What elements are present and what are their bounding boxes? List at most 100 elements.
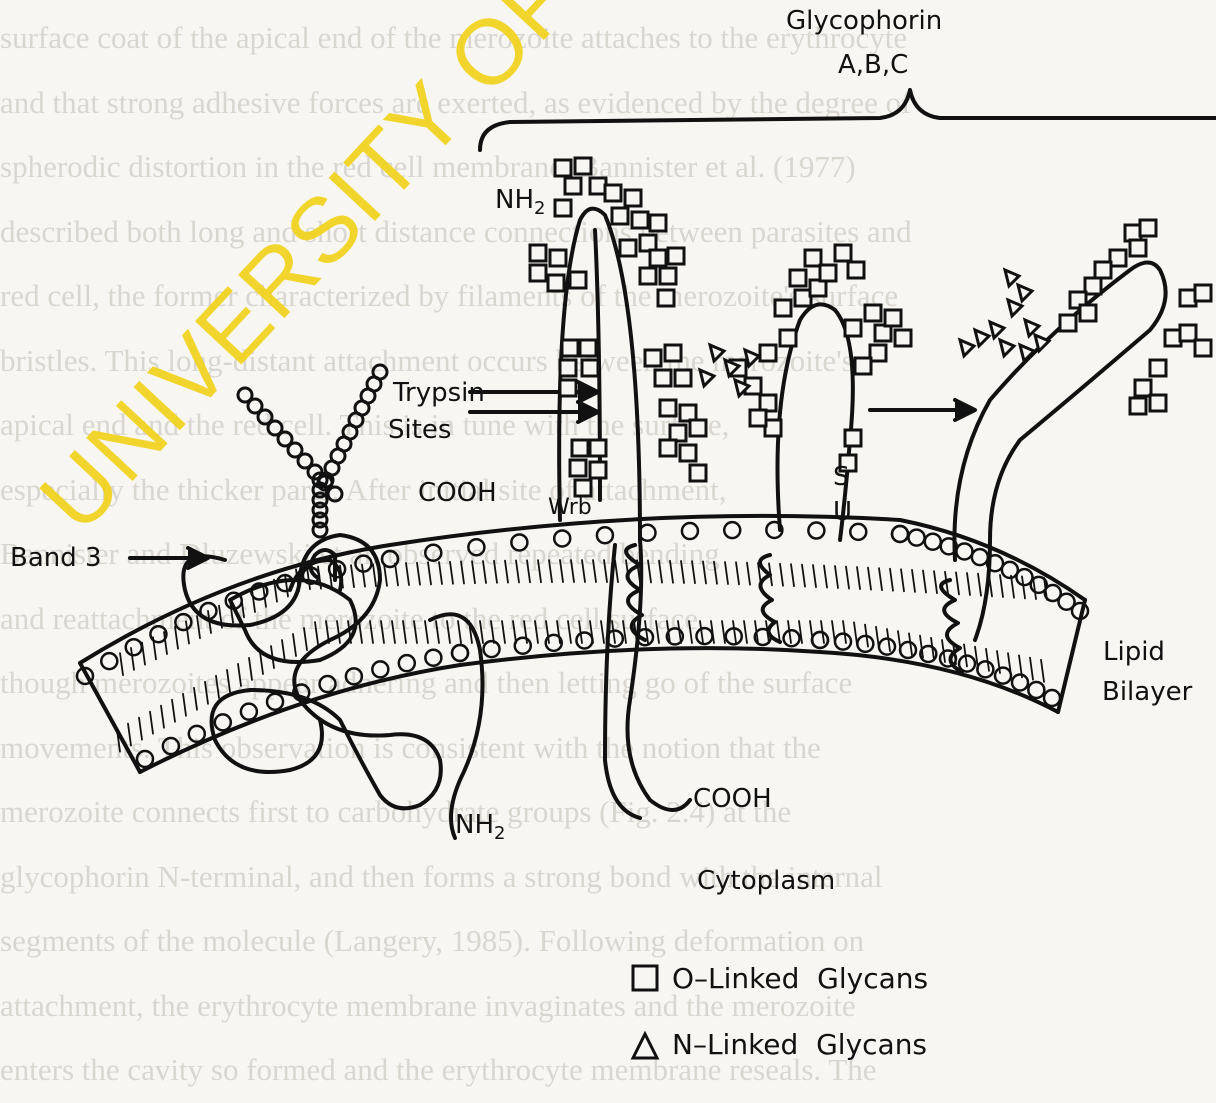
lipid-tail <box>502 621 505 643</box>
lipid-tail <box>1030 658 1033 680</box>
lipid-head <box>137 751 153 767</box>
lipid-tail <box>513 621 516 643</box>
trypsin-label: Trypsin <box>393 378 485 408</box>
band3-label: Band 3 <box>10 543 102 573</box>
lipid-tail <box>843 621 846 643</box>
o-linked-glycan <box>562 340 578 356</box>
lipid-tail <box>337 621 340 643</box>
lipid-tail <box>791 564 794 586</box>
lipid-tail <box>472 561 475 583</box>
lipid-tail <box>392 621 395 643</box>
lipid-tail <box>535 621 538 643</box>
lipid-tail <box>747 563 750 585</box>
o-linked-glycan <box>650 250 666 266</box>
n-linked-glycan <box>1000 340 1014 356</box>
lipid-head <box>163 738 179 754</box>
lipid-tail <box>491 621 494 643</box>
lipid-head <box>1028 682 1044 698</box>
lipid-tail <box>733 621 736 643</box>
lipid-head <box>835 634 851 650</box>
lipid-tail <box>571 560 574 582</box>
band3-arrow-head <box>188 548 208 568</box>
lipid-tail <box>857 567 860 589</box>
lipid-tail <box>879 568 882 590</box>
lipid-tail <box>447 621 450 643</box>
lipid-tail <box>967 573 970 595</box>
trypsin-arrow-2-head <box>578 402 598 422</box>
o-linked-glycan <box>655 370 671 386</box>
o-linked-glycan <box>1195 285 1211 301</box>
lipid-head <box>511 534 527 550</box>
o-linked-glycan <box>1130 240 1146 256</box>
o-linked-glycan <box>680 445 696 461</box>
lipid-tail <box>725 562 728 584</box>
lipid-head <box>682 523 698 539</box>
lipid-head <box>126 639 142 655</box>
lipid-head <box>879 639 895 655</box>
lipid-tail <box>901 569 904 591</box>
lipid-tail <box>1041 660 1044 682</box>
lipid-tail <box>934 571 937 593</box>
lipid-tail <box>824 566 827 588</box>
nh2-top-label: NH2 <box>495 185 545 219</box>
lipid-tail <box>593 560 596 582</box>
o-linked-glycan <box>1060 315 1076 331</box>
o-linked-glycan <box>548 275 564 291</box>
lipid-head <box>576 632 592 648</box>
lipid-tail <box>909 633 912 655</box>
lipid-tail <box>362 565 365 587</box>
lipid-tail <box>351 565 354 587</box>
n-linked-glycan <box>1018 285 1032 301</box>
o-linked-glycan <box>820 265 836 281</box>
n-linked-glycan <box>745 350 759 366</box>
lipid-head <box>597 527 613 543</box>
lipid-tail <box>458 621 461 643</box>
lipid-head <box>857 636 873 652</box>
lipid-head <box>267 694 283 710</box>
nh2-bottom-label: NH2 <box>455 810 505 844</box>
lipid-head <box>900 642 916 658</box>
lipid-head <box>909 530 925 546</box>
o-linked-glycan <box>572 440 588 456</box>
nh2-top-sub: 2 <box>534 198 545 219</box>
lipid-tail <box>615 560 618 582</box>
o-linked-glycan <box>582 360 598 376</box>
o-linked-glycan <box>605 185 621 201</box>
lipid-tail <box>868 568 871 590</box>
lipid-tail <box>670 561 673 583</box>
o-linked-glycan <box>632 212 648 228</box>
o-linked-glycan <box>790 270 806 286</box>
lipid-tail <box>692 561 695 583</box>
o-linked-glycan <box>530 245 546 261</box>
lipid-tail <box>689 621 692 643</box>
legend-square-symbol <box>633 966 657 990</box>
o-linked-glycan <box>848 262 864 278</box>
lipid-head <box>484 641 500 657</box>
band3-bead-chain <box>238 365 387 537</box>
bead <box>328 487 342 501</box>
lipid-head <box>425 650 441 666</box>
lipid-tail <box>373 564 376 586</box>
band3-cytoplasmic-tail <box>430 614 483 838</box>
o-linked-glycan <box>640 268 656 284</box>
o-linked-glycan <box>690 465 706 481</box>
o-linked-glycan <box>780 330 796 346</box>
lipid-tail <box>150 712 153 734</box>
lipid-tail <box>524 621 527 643</box>
bilayer-right-end <box>1058 600 1085 712</box>
lipid-tail <box>582 560 585 582</box>
lipid-tail <box>194 688 197 710</box>
lipid-head <box>515 638 531 654</box>
o-linked-glycan-squares <box>530 158 1211 496</box>
lipid-tail <box>227 670 230 692</box>
o-linked-glycan <box>560 360 576 376</box>
o-linked-glycan <box>675 370 691 386</box>
nh2-bottom-text: NH <box>455 810 494 840</box>
o-linked-glycan <box>565 178 581 194</box>
lipid-tail <box>956 572 959 594</box>
lipid-head <box>724 522 740 538</box>
cooh-top-label: COOH <box>418 478 497 508</box>
cooh-bottom-label: COOH <box>693 784 772 814</box>
lipid-tail <box>142 643 145 665</box>
lipid-label: Lipid <box>1103 637 1165 667</box>
